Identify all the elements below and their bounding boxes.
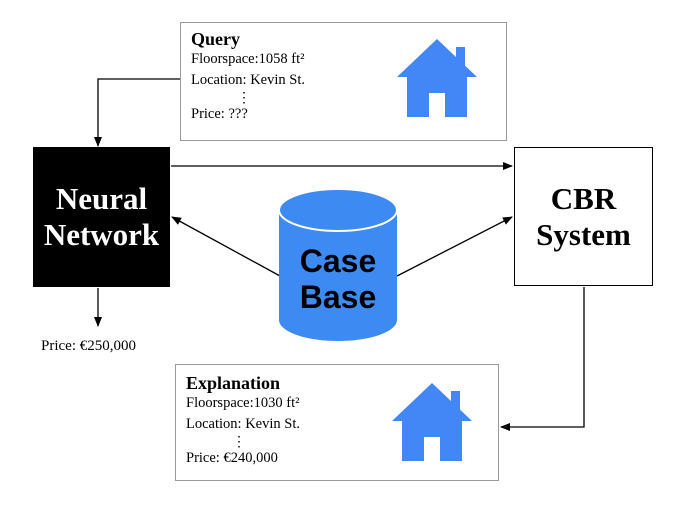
neural-network-label-line2: Network <box>43 217 160 252</box>
cbr-system-label-line1: CBR <box>550 180 617 216</box>
query-card: Query Floorspace:1058 ft² Location: Kevi… <box>180 22 507 141</box>
arrow-case-base-to-cbr-system <box>396 216 513 277</box>
query-title: Query <box>191 29 240 49</box>
explanation-title: Explanation <box>186 373 281 393</box>
case-base-label-line2: Base <box>299 279 377 315</box>
explanation-location: Location: Kevin St. <box>186 416 300 432</box>
query-price: Price: ??? <box>191 106 248 122</box>
database-icon <box>278 188 398 341</box>
case-base-cylinder: Case Base <box>278 188 398 342</box>
explanation-price: Price: €240,000 <box>186 450 278 466</box>
arrow-query-to-neural-network <box>94 78 180 147</box>
neural-network-label-line1: Neural <box>55 181 148 216</box>
cbr-system-label-line2: System <box>536 216 631 252</box>
cbr-system-box: CBR System <box>514 147 653 286</box>
query-floorspace: Floorspace:1058 ft² <box>191 51 305 67</box>
house-icon <box>392 383 472 461</box>
neural-network-box: Neural Network <box>33 147 170 287</box>
explanation-floorspace: Floorspace:1030 ft² <box>186 395 300 411</box>
case-base-label-line1: Case <box>299 243 377 279</box>
query-location: Location: Kevin St. <box>191 72 305 88</box>
explanation-card: Explanation Floorspace:1030 ft² Location… <box>175 364 499 481</box>
query-ellipsis: ⋮ <box>237 91 251 106</box>
neural-network-price-output: Price: €250,000 <box>41 338 136 354</box>
house-icon <box>397 39 477 117</box>
arrow-case-base-to-neural-network <box>171 216 281 277</box>
arrow-cbr-system-to-explanation <box>500 287 585 431</box>
explanation-ellipsis: ⋮ <box>232 435 246 450</box>
